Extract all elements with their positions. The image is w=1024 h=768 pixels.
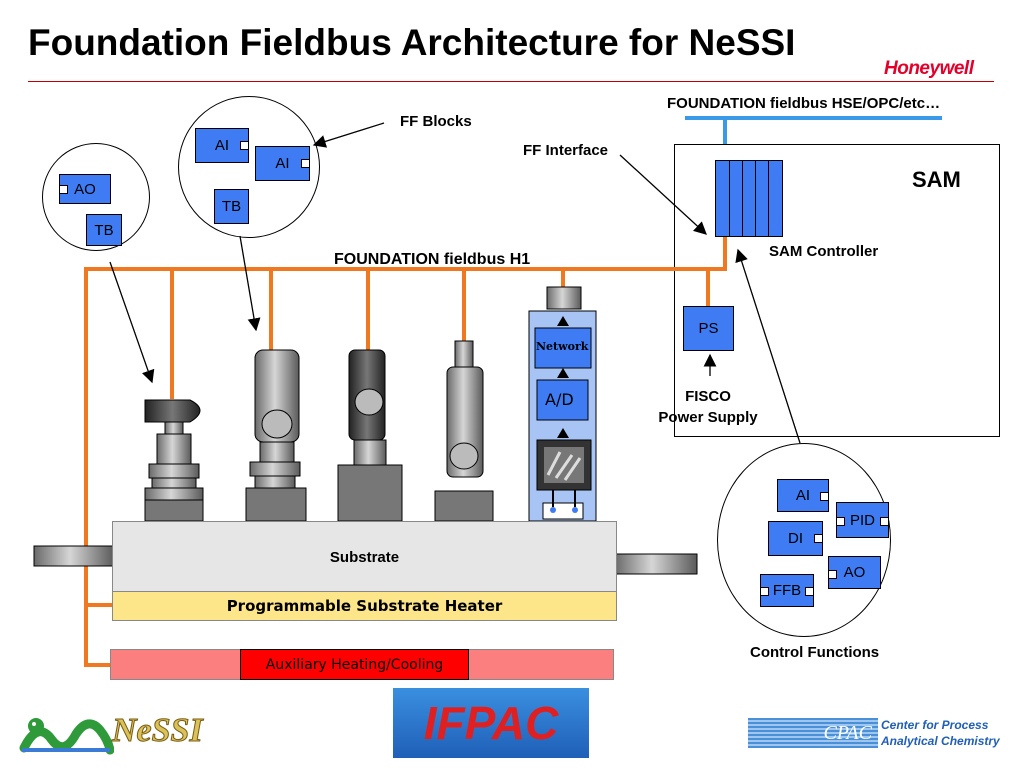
sensor-device-4 [434, 340, 494, 522]
cf-pid-out-port [880, 517, 889, 526]
sam-controller-label: SAM Controller [769, 243, 879, 260]
cpac-caption-line2: Analytical Chemistry [881, 734, 1000, 748]
hse-bus [685, 116, 942, 120]
title-rule [28, 81, 994, 82]
sam-box [674, 144, 1000, 437]
substrate-heater: Programmable Substrate Heater [112, 591, 617, 621]
sam-label: SAM [912, 167, 961, 192]
ff-interface-label: FF Interface [523, 142, 609, 159]
transmitter-device [245, 349, 307, 522]
ai-port-1 [240, 141, 249, 150]
aux-feed [84, 663, 112, 667]
substrate: Substrate [112, 521, 617, 593]
drop-1 [170, 267, 174, 399]
ff-blocks-label: FF Blocks [400, 113, 472, 130]
network-label: Network [536, 340, 589, 353]
analyzer-device [528, 286, 597, 522]
cf-pid-in-port [836, 517, 845, 526]
ao-port [59, 185, 68, 194]
cpac-logo: CPAC [748, 718, 878, 748]
aux-heating-label: Auxiliary Heating/Cooling [240, 649, 469, 680]
hse-label: FOUNDATION fieldbus HSE/OPC/etc… [667, 95, 941, 112]
cf-di-block: DI [768, 521, 823, 556]
cpac-caption-line1: Center for Process [881, 718, 989, 732]
cf-ffb-out-port [805, 587, 814, 596]
heater-feed [84, 603, 112, 607]
h1-label: FOUNDATION fieldbus H1 [334, 251, 531, 268]
nessi-logo-text: NeSSI [112, 712, 204, 750]
sensor-device-3 [337, 349, 403, 522]
arrow-control-functions [735, 248, 801, 444]
cf-ffb-in-port [760, 587, 769, 596]
left-riser [84, 267, 88, 667]
nessi-monster-logo [19, 718, 114, 755]
arrow-ao-to-valve [109, 261, 155, 384]
arrow-ff-blocks [312, 122, 385, 148]
cf-ai-port [820, 492, 829, 501]
valve-device [144, 399, 204, 522]
sam-controller [715, 160, 783, 237]
ai-block-2: AI [255, 146, 310, 181]
tb-block-2: TB [214, 189, 249, 224]
inlet-pipe [33, 545, 698, 575]
ifpac-logo: IFPAC [393, 688, 589, 758]
cpac-caption: Center for Process Analytical Chemistry [881, 717, 1000, 749]
fisco-line2: Power Supply [658, 409, 758, 426]
arrow-ff-interface [619, 154, 707, 235]
hse-drop [723, 118, 727, 164]
drop-2 [269, 267, 273, 351]
cf-ao-port [828, 570, 837, 579]
drop-5 [561, 267, 565, 287]
drop-4 [462, 267, 466, 341]
ad-label: A/D [545, 390, 574, 409]
drop-3 [366, 267, 370, 351]
ps-drop [706, 267, 710, 307]
arrow-ai-to-transmitter [239, 235, 261, 332]
sam-bus-drop [723, 236, 727, 271]
fisco-line1: FISCO [685, 388, 731, 405]
tb-block: TB [86, 214, 122, 246]
ps-block: PS [683, 306, 734, 351]
cf-di-port [814, 534, 823, 543]
page-title: Foundation Fieldbus Architecture for NeS… [28, 22, 796, 63]
control-functions-label: Control Functions [750, 644, 880, 661]
h1-bus [84, 267, 727, 271]
honeywell-logo: Honeywell [884, 58, 974, 79]
ai-port-2 [301, 159, 310, 168]
